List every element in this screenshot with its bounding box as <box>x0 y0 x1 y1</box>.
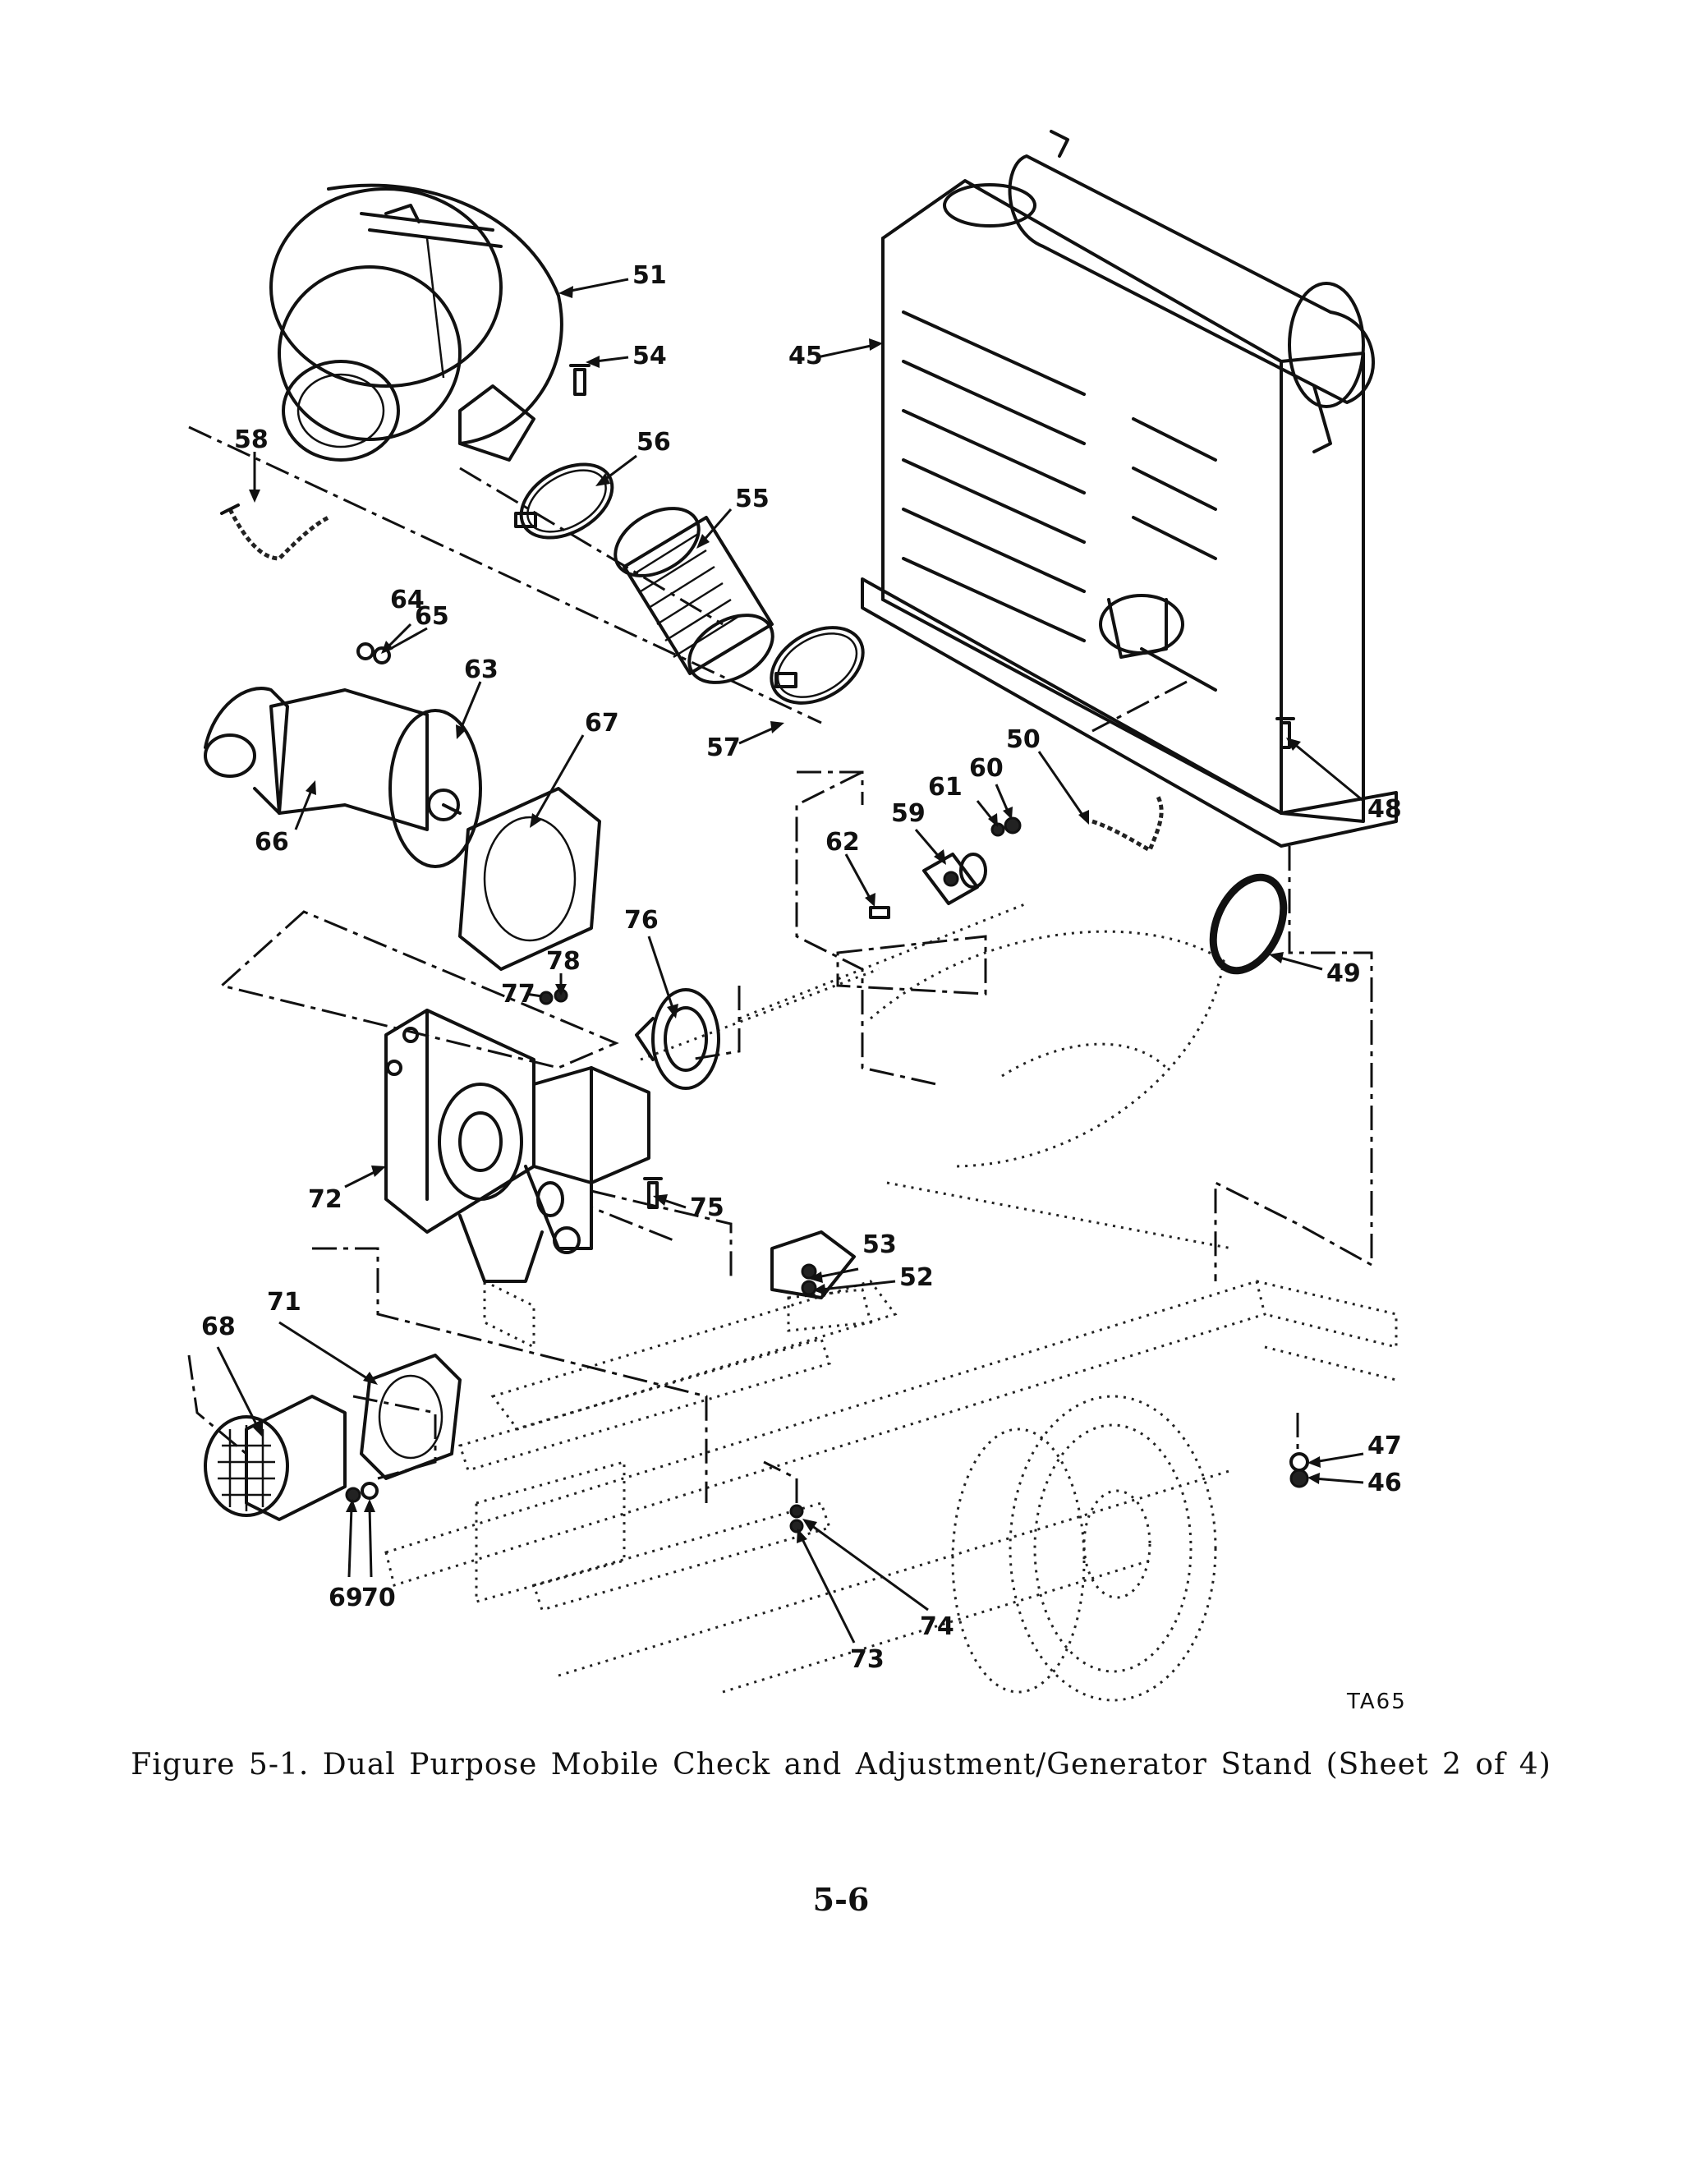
part-57-clamp <box>770 626 865 705</box>
callout-58: 58 <box>234 425 269 454</box>
callout-labels: 51 54 56 55 57 45 48 50 49 59 61 60 62 5… <box>201 261 1407 1714</box>
part-72-gearbox <box>384 1009 650 1283</box>
part-75-bolt <box>643 1177 663 1209</box>
part-69-70-nuts <box>345 1482 379 1503</box>
part-54-bolt <box>569 364 591 396</box>
callout-62: 62 <box>825 828 860 857</box>
callout-48: 48 <box>1367 795 1402 824</box>
drawing-number: TA65 <box>1346 1690 1407 1714</box>
callout-60: 60 <box>969 754 1004 783</box>
callout-77: 77 <box>501 980 535 1009</box>
part-68-filter-screen <box>204 1395 347 1521</box>
callout-52: 52 <box>899 1263 934 1292</box>
callout-46: 46 <box>1367 1469 1402 1497</box>
callout-78: 78 <box>546 947 581 976</box>
part-63-air-cleaner <box>204 687 482 868</box>
part-53-nuts <box>801 1263 817 1296</box>
callout-59: 59 <box>891 799 926 828</box>
part-50-chain <box>1091 795 1164 853</box>
callout-45: 45 <box>788 342 823 370</box>
part-71-gasket <box>360 1354 462 1480</box>
callout-75: 75 <box>690 1193 724 1222</box>
callout-76: 76 <box>624 906 659 935</box>
part-48-bolt <box>1275 717 1295 749</box>
callout-49: 49 <box>1326 959 1361 988</box>
part-58-chain <box>220 503 330 561</box>
callout-74: 74 <box>920 1612 954 1641</box>
exploded-parts-diagram: 51 54 56 55 57 45 48 50 49 59 61 60 62 5… <box>187 130 1407 1714</box>
callout-71: 71 <box>267 1288 301 1317</box>
part-55-bellows-hose <box>614 507 774 684</box>
callout-54: 54 <box>632 342 667 370</box>
callout-70: 70 <box>361 1584 396 1612</box>
part-56-clamp <box>514 462 614 540</box>
page-number: 5-6 <box>812 1881 870 1918</box>
callout-67: 67 <box>585 709 619 738</box>
part-64-65-nuts <box>356 642 391 664</box>
part-62-pin <box>869 906 890 919</box>
part-51-blower-housing <box>269 183 563 462</box>
part-67-gasket <box>458 787 601 971</box>
callout-65: 65 <box>415 602 449 631</box>
trailer-wheel <box>951 1395 1217 1702</box>
part-52-bracket <box>770 1230 856 1299</box>
figure-caption: Figure 5-1. Dual Purpose Mobile Check an… <box>131 1748 1551 1782</box>
callout-47: 47 <box>1367 1432 1402 1460</box>
callout-63: 63 <box>464 655 499 684</box>
callout-64: 64 <box>390 586 425 614</box>
callout-50: 50 <box>1006 725 1041 754</box>
callout-66: 66 <box>255 828 289 857</box>
callout-53: 53 <box>862 1230 897 1259</box>
part-60-61-nuts <box>990 816 1022 837</box>
callout-68: 68 <box>201 1313 236 1341</box>
part-46-47-nuts <box>1289 1452 1309 1488</box>
trailer-frame <box>384 902 1398 1694</box>
part-45-radiator-housing <box>861 130 1398 848</box>
callout-56: 56 <box>636 428 671 457</box>
callout-72: 72 <box>308 1185 342 1214</box>
leader-lines <box>216 278 1364 1644</box>
callout-61: 61 <box>928 773 963 802</box>
part-59-fitting <box>922 853 987 905</box>
callout-73: 73 <box>850 1645 885 1674</box>
part-73-74-nuts <box>789 1504 804 1533</box>
callout-51: 51 <box>632 261 667 290</box>
callout-69: 69 <box>329 1584 363 1612</box>
part-49-ring-gasket <box>1209 873 1288 975</box>
callout-57: 57 <box>706 733 741 762</box>
callout-55: 55 <box>735 485 770 513</box>
part-76-flange <box>635 988 720 1090</box>
assembly-lines <box>187 425 1373 1503</box>
